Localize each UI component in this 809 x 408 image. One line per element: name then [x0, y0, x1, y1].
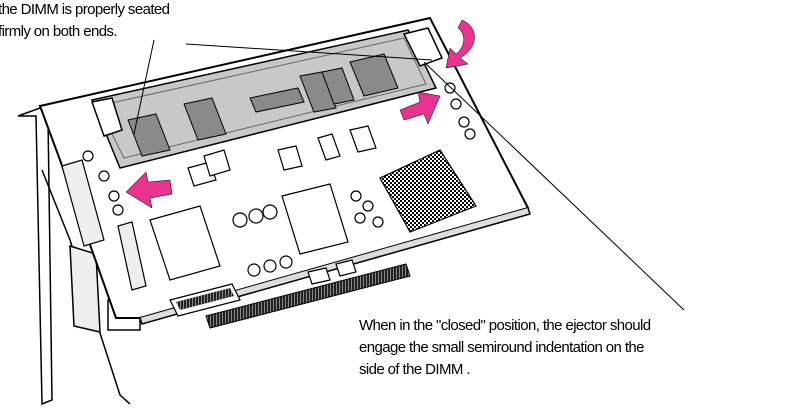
curved-arrow-icon	[446, 20, 475, 68]
bottom-caption-line-2: engage the small semiround indentation o…	[359, 337, 650, 359]
top-caption-line-1: the DIMM is properly seated	[0, 0, 169, 20]
top-caption-line-2: firmly on both ends.	[0, 22, 117, 42]
bottom-caption-line-3: side of the DIMM .	[359, 359, 650, 381]
bottom-caption: When in the "closed" position, the eject…	[359, 315, 650, 381]
bottom-caption-line-1: When in the "closed" position, the eject…	[359, 315, 650, 337]
